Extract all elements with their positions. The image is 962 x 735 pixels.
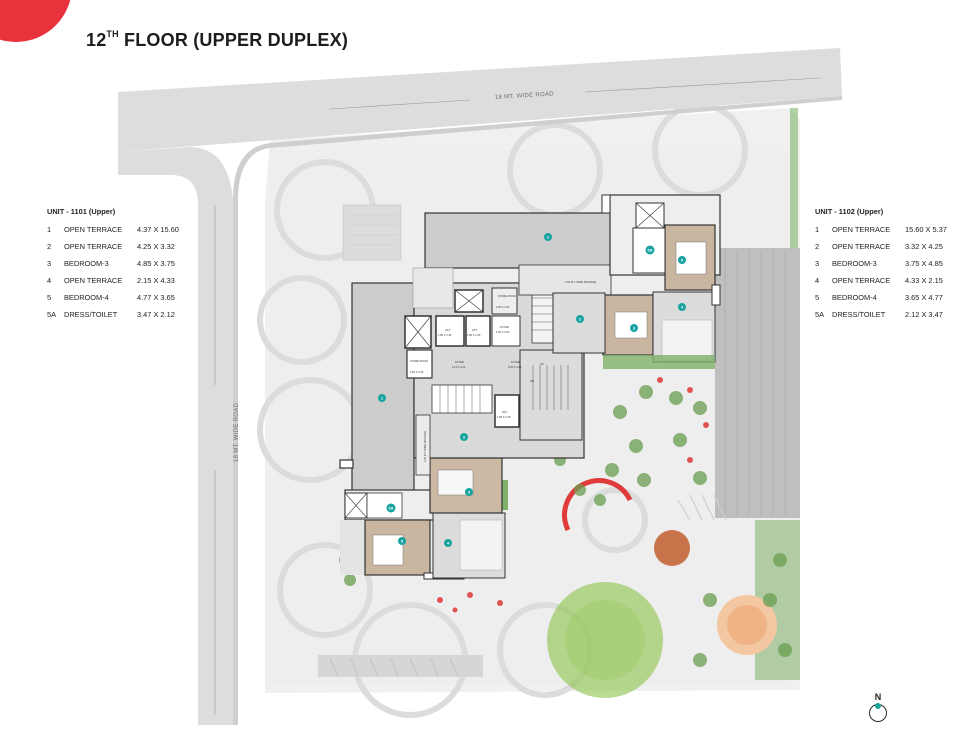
lift3-label: LIFT — [502, 410, 508, 414]
lift3-dim: 1.80 X 2.45 — [497, 415, 511, 419]
svg-text:1: 1 — [381, 395, 384, 400]
marker-left-4: 4 — [444, 539, 452, 547]
building-core — [404, 212, 636, 476]
foyer-mid2-dim: 3.04 X 3.23 — [508, 365, 522, 369]
up-label: UP — [540, 362, 544, 366]
marker-right-4: 4 — [678, 303, 686, 311]
passage-left-label: 1.50 M.T. WIDE PASSAGE — [423, 431, 427, 462]
marker-left-1: 1 — [378, 394, 386, 402]
page-title: 12TH FLOOR (UPPER DUPLEX) — [86, 29, 349, 50]
marker-right-3: 3 — [630, 324, 638, 332]
lift1-dim: 1.80 X 2.45 — [438, 333, 452, 337]
top-road-label: 18 MT. WIDE ROAD — [495, 91, 555, 101]
svg-text:3: 3 — [633, 325, 636, 330]
legend-header: UNIT - 1101 (Upper) — [47, 207, 116, 216]
svg-text:4: 4 — [447, 540, 450, 545]
store-left-label: STORE ROOM — [410, 359, 428, 363]
fover-right-dim: 2.30 X 2.00 — [496, 330, 510, 334]
compass-ring-icon — [869, 703, 887, 722]
marker-right-5a: 5A — [645, 245, 655, 255]
landscape — [318, 108, 800, 698]
room-labels: LIFT 1.80 X 2.45 LIFT 1.80 X 2.20 FOYER … — [410, 280, 596, 462]
lift2-dim: 1.80 X 2.20 — [467, 333, 481, 337]
marker-left-5: 5 — [398, 537, 406, 545]
svg-text:3: 3 — [468, 489, 471, 494]
lift2-label: LIFT — [472, 328, 478, 332]
dn-label: DN — [530, 379, 534, 383]
marker-left-3: 3 — [465, 488, 473, 496]
store-top-dim: 2.35 X 1.60 — [496, 305, 510, 309]
svg-text:4: 4 — [681, 304, 684, 309]
store-top-label: STORE ROOM — [498, 294, 516, 298]
svg-text:1: 1 — [547, 234, 550, 239]
compass-dot-icon — [875, 703, 881, 709]
left-road-label: 18 MT. WIDE ROAD — [234, 402, 240, 462]
lift1-label: LIFT — [445, 328, 451, 332]
store-left-dim: 1.60 X 2.35 — [410, 370, 424, 374]
svg-text:5A: 5A — [648, 247, 653, 252]
passage-top-label: 1.50 M.T. WIDE PASSAGE — [565, 280, 596, 284]
legend-header: UNIT - 1102 (Upper) — [815, 207, 884, 216]
marker-right-5: 5 — [678, 256, 686, 264]
building-left-wing — [339, 204, 508, 580]
fover-right-label: FOYER — [500, 325, 509, 329]
building-right-wing — [552, 194, 721, 369]
marker-right-2: 2 — [576, 315, 584, 323]
svg-text:5: 5 — [681, 257, 684, 262]
marker-left-2: 2 — [460, 433, 468, 441]
foyer-mid2-label: FOYER — [511, 360, 520, 364]
svg-text:5: 5 — [401, 538, 404, 543]
room-markers: 1 2 3 4 5 5A 1 2 3 4 5 5A — [378, 233, 686, 547]
marker-left-5a: 5A — [386, 503, 396, 513]
north-label: N — [874, 692, 882, 702]
svg-text:2: 2 — [579, 316, 582, 321]
foyer-mid-label: FOYER — [455, 360, 464, 364]
svg-text:5A: 5A — [389, 505, 394, 510]
north-compass: N — [867, 692, 893, 722]
foyer-mid-dim: 2.14 X 2.23 — [452, 365, 466, 369]
svg-text:2: 2 — [463, 434, 466, 439]
marker-right-1: 1 — [544, 233, 552, 241]
roads: 18 MT. WIDE ROAD 18 MT. WIDE ROAD — [118, 48, 842, 725]
